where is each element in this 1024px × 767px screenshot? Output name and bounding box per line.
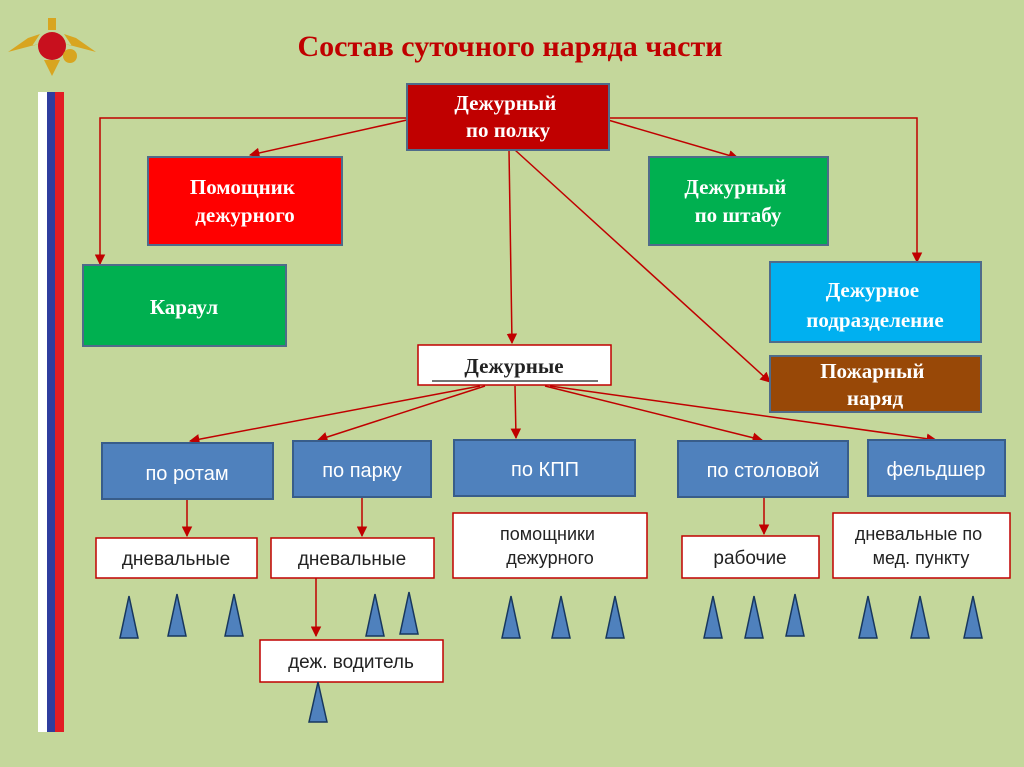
connector-lines: [94, 117, 938, 638]
triangle-person-icon: [308, 681, 328, 723]
assistant-duty-line-2: дежурного: [195, 203, 294, 227]
triangle-person-icon: [365, 593, 385, 637]
node-duty-hq: Дежурный по штабу: [648, 156, 829, 246]
node-by-park: по парку: [292, 440, 432, 498]
triangle-person-icon: [119, 595, 139, 639]
workers-label: рабочие: [713, 548, 786, 569]
node-duty-unit: Дежурное подразделение: [769, 261, 982, 343]
triangle-person-icon: [605, 595, 625, 639]
node-by-canteen: по столовой: [677, 440, 849, 498]
node-checkpoint-assistants: помощники дежурного: [452, 512, 648, 579]
triangle-person-icon: [167, 593, 187, 637]
russian-tricolor-stripe: [38, 92, 64, 732]
medic-label: фельдшер: [887, 459, 986, 481]
double-headed-eagle-emblem: [8, 18, 96, 76]
med-orderlies-line-1: дневальные по: [855, 524, 982, 544]
node-medic: фельдшер: [867, 439, 1006, 497]
by-checkpoint-label: по КПП: [511, 459, 579, 481]
by-canteen-label: по столовой: [707, 460, 820, 482]
triangle-person-icon: [551, 595, 571, 639]
svg-text:Дежурное подразделение: Дежурное подразделение: [806, 278, 943, 332]
node-by-checkpoint: по КПП: [453, 439, 636, 497]
node-assistant-duty: Помощник дежурного: [147, 156, 343, 246]
svg-text:Пожарный наряд: Пожарный наряд: [820, 359, 930, 410]
duty-driver-label: деж. водитель: [288, 652, 414, 673]
svg-text:Помощник дежурного: Помощник дежурного: [190, 175, 300, 227]
duty-regiment-line-2: по полку: [466, 118, 551, 142]
node-fire-detail: Пожарный наряд: [769, 355, 982, 413]
node-duty-officers: Дежурные: [417, 344, 612, 386]
page-title: Состав суточного наряда части: [298, 30, 723, 63]
svg-text:помощники дежурного: помощники дежурного: [500, 524, 600, 568]
guard-label: Караул: [150, 295, 219, 319]
triangle-person-icon: [910, 595, 930, 639]
fire-detail-line-2: наряд: [847, 386, 904, 410]
node-orderlies-1: дневальные: [95, 537, 258, 579]
by-companies-label: по ротам: [145, 463, 228, 485]
triangle-person-icon: [785, 593, 805, 637]
checkpoint-assistants-line-1: помощники: [500, 524, 595, 544]
orderlies-1-label: дневальные: [122, 549, 230, 570]
node-duty-regiment: Дежурный по полку: [406, 83, 610, 151]
node-by-companies: по ротам: [101, 442, 274, 500]
node-med-orderlies: дневальные по мед. пункту: [832, 512, 1011, 579]
duty-hq-line-1: Дежурный: [684, 175, 786, 199]
svg-text:Дежурный по штабу: Дежурный по штабу: [684, 175, 791, 227]
triangle-person-icon: [963, 595, 983, 639]
node-duty-driver: деж. водитель: [259, 639, 444, 683]
triangle-person-icon: [703, 595, 723, 639]
fire-detail-line-1: Пожарный: [820, 359, 924, 383]
duty-hq-line-2: по штабу: [695, 203, 782, 227]
med-orderlies-line-2: мед. пункту: [873, 548, 970, 568]
triangle-person-icon: [501, 595, 521, 639]
node-workers: рабочие: [681, 535, 820, 579]
triangle-person-icon: [224, 593, 244, 637]
duty-unit-line-2: подразделение: [806, 308, 943, 332]
person-icons: [119, 591, 983, 723]
orderlies-2-label: дневальные: [298, 549, 406, 570]
triangle-person-icon: [744, 595, 764, 639]
assistant-duty-line-1: Помощник: [190, 175, 296, 199]
checkpoint-assistants-line-2: дежурного: [506, 548, 594, 568]
node-orderlies-2: дневальные: [270, 537, 435, 579]
triangle-person-icon: [399, 591, 419, 635]
svg-text:дневальные по мед. пункт: дневальные по мед. пункту: [855, 524, 987, 568]
svg-text:Дежурный по полку: Дежурный по полку: [454, 91, 561, 142]
duty-officers-label: Дежурные: [464, 354, 563, 378]
duty-regiment-line-1: Дежурный: [454, 91, 556, 115]
triangle-person-icon: [858, 595, 878, 639]
by-park-label: по парку: [322, 460, 402, 482]
duty-unit-line-1: Дежурное: [826, 278, 919, 302]
node-guard: Караул: [82, 264, 287, 347]
